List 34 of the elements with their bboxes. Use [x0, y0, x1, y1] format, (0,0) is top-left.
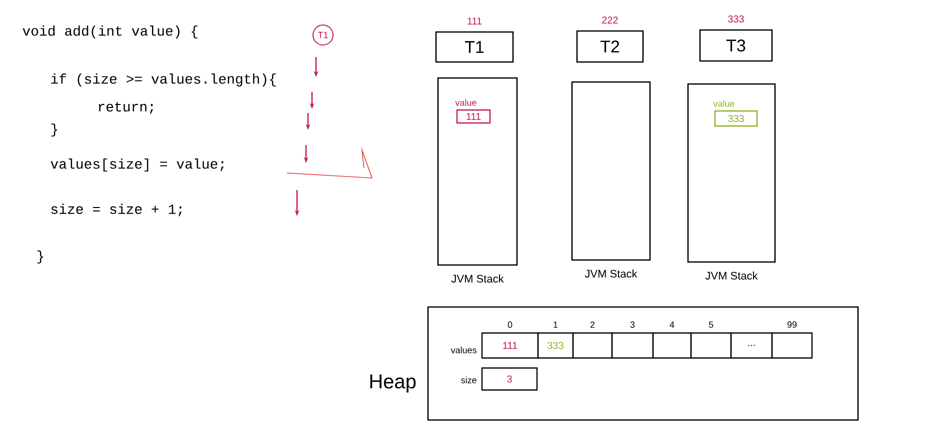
- index-label: 1: [554, 322, 558, 328]
- thread-box: T2: [576, 30, 644, 63]
- value-cell: 111: [456, 109, 491, 124]
- thread-box: T1: [435, 31, 514, 63]
- value-cell: 3: [481, 367, 538, 391]
- thread-box: T3: [699, 29, 773, 62]
- thread-value: 222: [602, 16, 618, 24]
- variable-name: value: [713, 100, 734, 107]
- index-label: 4: [670, 322, 674, 328]
- stack-label: JVM Stack: [584, 270, 638, 278]
- row-label: values: [450, 346, 476, 354]
- code-line: }: [37, 250, 44, 264]
- code-line: values[size] = value;: [50, 158, 224, 172]
- code-line: return;: [98, 102, 153, 114]
- stack-label: JVM Stack: [705, 272, 758, 280]
- index-label: 0: [508, 321, 512, 328]
- variable-name: value: [455, 99, 476, 106]
- value-cell: 333: [714, 110, 758, 127]
- index-label: 99: [787, 321, 797, 328]
- heap-label: Heap: [370, 374, 416, 392]
- value-cell: 333: [537, 332, 574, 359]
- thread-value: 111: [468, 18, 482, 24]
- stack-label: JVM Stack: [451, 274, 504, 283]
- code-line: if (size >= values.length){: [51, 73, 276, 87]
- thread-value: 333: [728, 15, 744, 22]
- code-line: void add(int value) {: [22, 25, 198, 39]
- value-cell: ...: [730, 332, 773, 359]
- index-label: 2: [590, 322, 595, 328]
- code-line: size = size + 1;: [51, 204, 182, 216]
- code-line: }: [51, 123, 58, 137]
- value-cell: 111: [481, 332, 539, 359]
- index-label: 3: [630, 321, 635, 328]
- row-label: size: [461, 376, 476, 384]
- index-label: 5: [708, 322, 714, 328]
